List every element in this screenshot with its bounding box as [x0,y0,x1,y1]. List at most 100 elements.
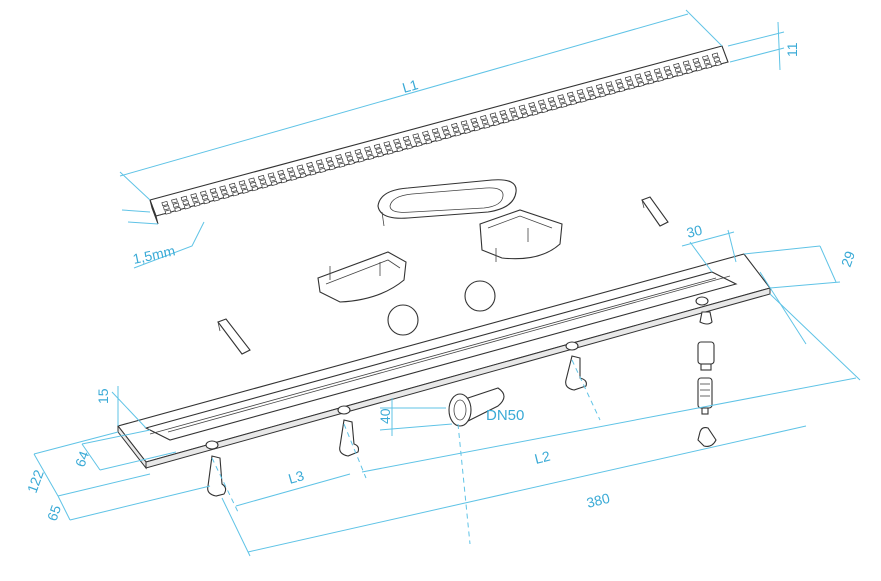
grate-hole [684,64,692,70]
grate-hole [566,91,574,97]
grate-hole [365,150,373,156]
grate-hole [200,190,207,196]
grate-hole [393,138,400,144]
grate-hole [616,82,624,89]
grate-hole [521,113,529,119]
grate-hole [414,137,421,143]
grate-hole [491,116,499,122]
grate-hole [636,77,643,83]
grate-hole [473,126,481,132]
grate-hole [335,154,342,160]
grate-hole [404,140,412,146]
grate-hole [586,86,593,92]
dim-1-5mm: 1,5mm [121,209,205,269]
grate-hole [454,131,462,137]
dim-11: 11 [727,21,800,71]
grate-hole [219,185,227,191]
grate-hole [415,141,423,147]
grate-hole [412,133,420,139]
grate-hole [367,154,375,160]
grate-hole [183,204,191,210]
grate-hole [634,73,642,79]
grate-hole [608,89,616,95]
dim-122: 122 [24,431,151,497]
grate-hole [568,95,576,102]
grate-hole [259,179,267,185]
grate-hole [309,170,317,176]
grate-hole [433,132,441,138]
grate-hole [607,85,614,91]
grate-hole [174,206,182,213]
grate-hole [161,200,169,207]
grate-hole [694,61,701,68]
grate-hole [558,98,566,104]
label-1-5mm: 1,5mm [131,242,176,267]
grate-hole [663,65,671,71]
grate-hole [705,63,713,69]
grate-hole [394,142,402,148]
grate-hole [325,156,333,162]
grate-hole [452,127,460,133]
grate-hole [443,129,450,135]
grate-hole [240,184,247,190]
grate-hole [676,71,684,77]
drain-channel [117,253,771,470]
grate-hole [348,159,355,166]
grate-hole [383,141,391,147]
dim-29: 29 [743,245,858,289]
grate-hole [377,152,384,158]
siphon-part-right [479,209,563,262]
grate-hole [385,145,392,151]
grate-hole [463,128,471,134]
grate-hole [241,188,249,194]
grate-hole [489,112,497,118]
grate-hole [257,174,265,181]
grate-hole [711,52,719,58]
grate-hole [299,172,307,179]
grate-hole [222,193,230,200]
grate-hole [290,175,297,181]
grate-hole [714,60,722,67]
dim-30: 30 [681,222,737,273]
grate-hole [164,209,172,215]
grate-hole [249,181,257,188]
grate-hole [423,134,431,141]
grate-hole [579,97,587,103]
grate-hole [307,166,315,172]
ball-left [387,304,419,336]
grate-hole [537,99,545,105]
perforated-grate [149,45,729,225]
grate-hole [190,193,198,199]
grate-hole [481,119,489,125]
label-11: 11 [784,42,800,57]
dim-40: 40 [377,398,453,436]
grate-hole [578,93,585,99]
grate-hole [193,201,201,207]
grate-hole [277,169,285,176]
grate-hole [192,197,199,203]
grate-hole [172,202,180,208]
grate-hole [451,122,458,129]
dim-380: 380 [221,423,807,557]
grate-hole [460,120,468,126]
grate-hole [211,192,219,198]
grate-hole [518,104,526,110]
label-122: 122 [24,467,47,495]
grate-hole [595,83,603,90]
grate-hole [462,124,470,130]
grate-hole [666,73,674,80]
grate-hole [645,74,653,81]
grate-hole [251,185,259,192]
grate-hole [547,96,555,103]
grate-hole [480,115,487,121]
grate-hole [248,177,256,183]
grate-hole [492,120,500,127]
grate-hole [278,173,286,180]
grate-hole [570,100,577,106]
label-29: 29 [838,249,858,269]
grate-hole [483,123,490,129]
label-65: 65 [44,503,64,523]
label-dn50: DN50 [486,407,524,424]
grate-hole [470,117,478,123]
grate-hole [655,72,663,78]
